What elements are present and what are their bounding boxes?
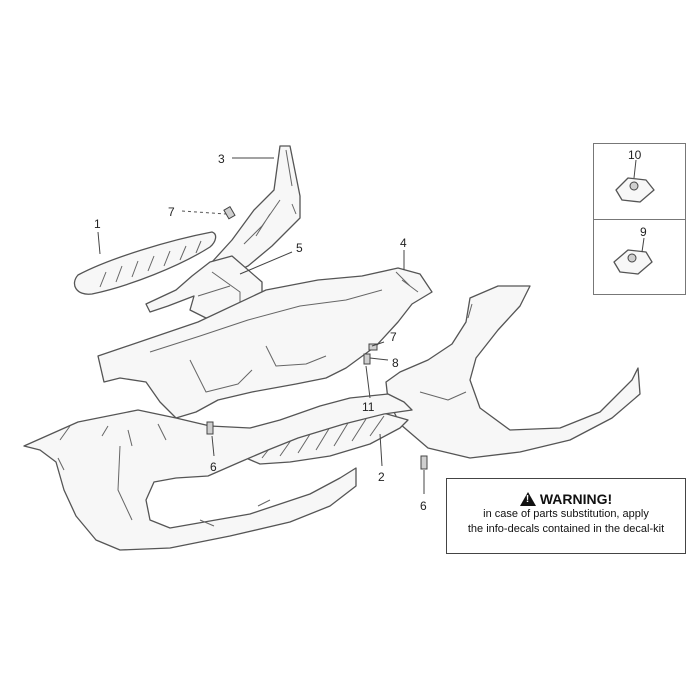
screw-7-lower xyxy=(368,343,378,351)
callout-10: 10 xyxy=(628,148,642,162)
callout-6-left: 6 xyxy=(210,460,217,474)
callout-7-lower: 7 xyxy=(390,330,397,344)
warning-text-line-2: the info-decals contained in the decal-k… xyxy=(467,523,665,535)
callout-8: 8 xyxy=(392,356,399,370)
callout-2: 2 xyxy=(378,470,385,484)
part-5-bracket xyxy=(145,255,263,319)
warning-notice: WARNING! in case of parts substitution, … xyxy=(446,478,686,554)
callout-6-right: 6 xyxy=(420,499,427,513)
callout-1: 1 xyxy=(94,217,101,231)
screw-8 xyxy=(363,353,371,365)
callout-4: 4 xyxy=(400,236,407,250)
callout-7-upper: 7 xyxy=(168,205,175,219)
rear-fairing xyxy=(385,285,641,459)
leader-lines xyxy=(97,157,645,494)
part-1-footrest-mat xyxy=(73,231,217,295)
callout-11: 11 xyxy=(362,400,375,414)
screw-7-upper xyxy=(223,205,236,220)
screw-6-left xyxy=(206,421,214,435)
warning-text-line-1: in case of parts substitution, apply xyxy=(483,508,649,520)
lower-floor-panel xyxy=(23,393,413,551)
part-3-upper-panel xyxy=(211,145,301,277)
callout-labels: 1 2 3 4 5 6 6 7 7 8 9 10 11 xyxy=(94,148,647,513)
part-10-clip xyxy=(615,177,655,203)
callout-9: 9 xyxy=(640,225,647,239)
callout-5: 5 xyxy=(296,241,303,255)
screw-6-right xyxy=(420,455,428,470)
inset-divider xyxy=(593,219,686,220)
warning-triangle-icon xyxy=(519,492,536,506)
part-9-clip xyxy=(613,249,653,275)
part-4-frame-cover xyxy=(97,267,433,419)
warning-title: WARNING! xyxy=(539,491,613,507)
callout-3: 3 xyxy=(218,152,225,166)
fasteners xyxy=(206,205,428,470)
